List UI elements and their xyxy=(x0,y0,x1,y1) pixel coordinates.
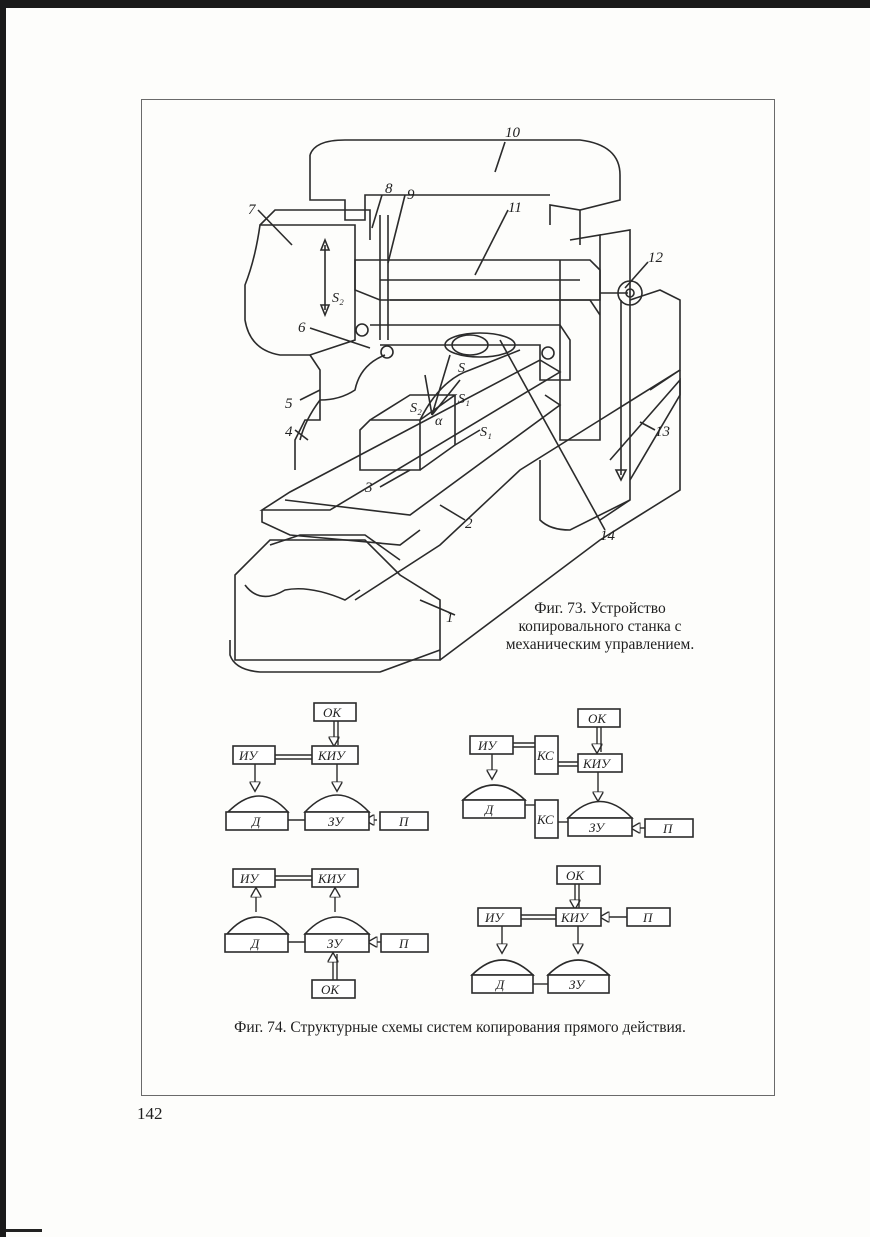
vector-s: S xyxy=(458,361,465,376)
scan-mark xyxy=(6,1229,42,1232)
callout-2: 2 xyxy=(465,516,473,532)
callout-5: 5 xyxy=(285,396,293,412)
callout-9: 9 xyxy=(407,187,415,203)
callout-3: 3 xyxy=(364,480,373,496)
callout-8: 8 xyxy=(385,181,393,197)
callout-7: 7 xyxy=(248,202,257,218)
callout-13: 13 xyxy=(655,424,670,440)
figure-74-caption: Фиг. 74. Структурные схемы систем копиро… xyxy=(230,1018,690,1037)
vector-s1-table: S₁ xyxy=(480,425,492,440)
vector-s2: S₂ xyxy=(410,401,422,416)
vector-s1-small: S₁ xyxy=(458,392,470,407)
figure-73-caption: Фиг. 73. Устройство копировального станк… xyxy=(500,600,700,654)
motion-vectors: S₂ S S₂ S₁ α S₁ xyxy=(332,291,492,440)
callout-11: 11 xyxy=(508,200,522,216)
page-number: 142 xyxy=(137,1104,163,1124)
callout-12: 12 xyxy=(648,250,664,266)
callout-1: 1 xyxy=(446,610,454,626)
callout-10: 10 xyxy=(505,125,521,141)
figure-73-drawing: 1 2 3 4 5 6 7 8 9 10 11 12 13 14 S₂ S S₂… xyxy=(0,0,870,700)
callout-6: 6 xyxy=(298,320,306,336)
machine-outline xyxy=(230,140,680,672)
vector-alpha: α xyxy=(435,414,443,429)
callout-14: 14 xyxy=(600,528,616,544)
callout-4: 4 xyxy=(285,424,293,440)
vector-s2-left: S₂ xyxy=(332,291,344,306)
